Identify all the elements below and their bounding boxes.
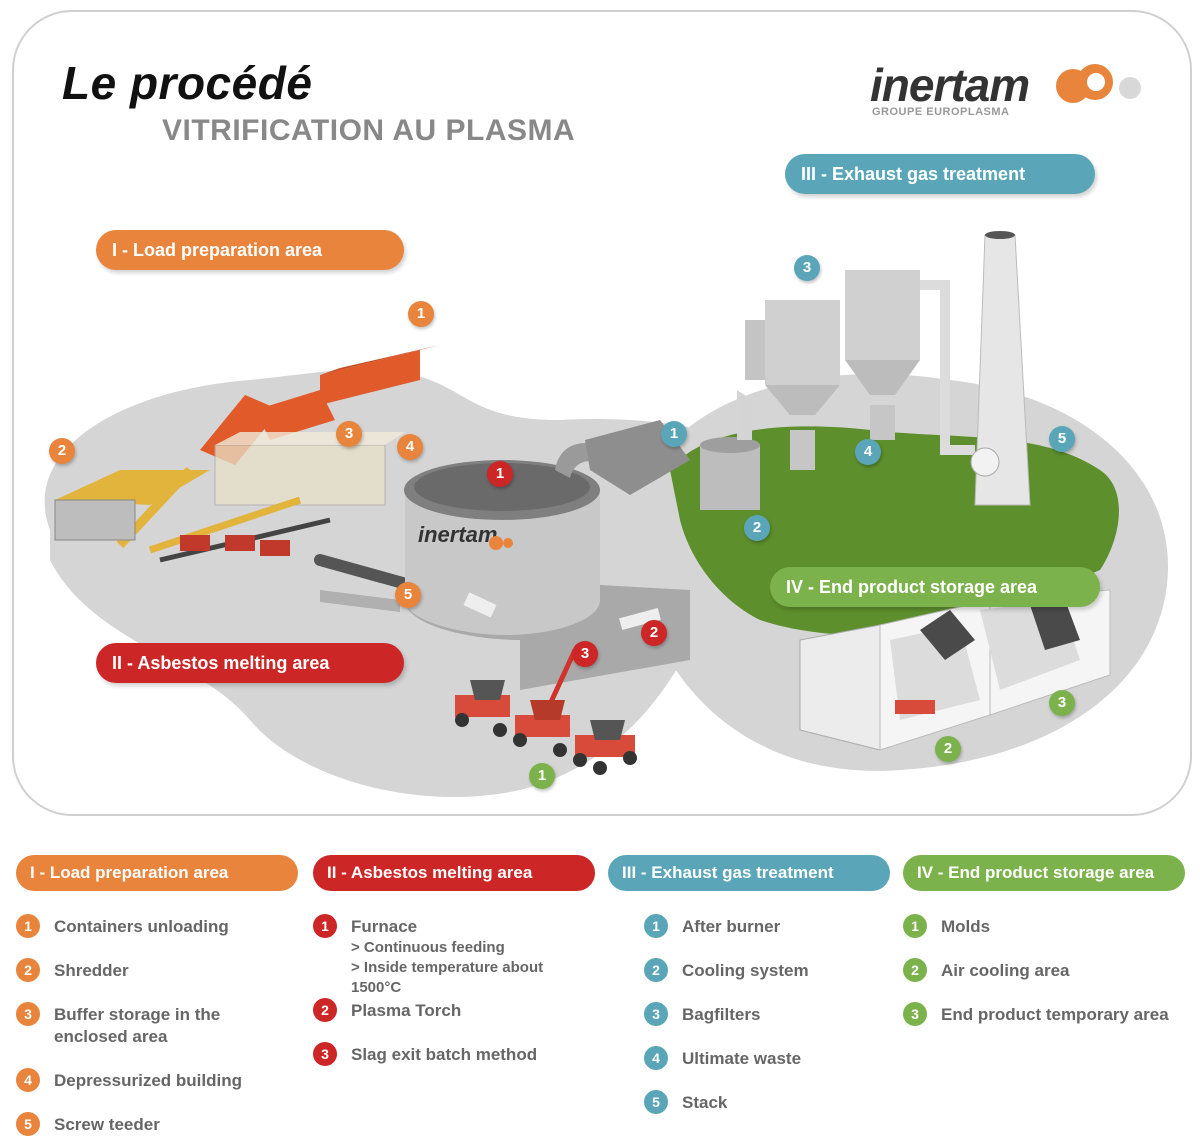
legend-label-line2: enclosed area xyxy=(54,1027,168,1046)
inertam-logo: inertam GROUPE EUROPLASMA xyxy=(870,58,1160,128)
conveyor-lines xyxy=(54,466,331,563)
legend-item: 3 Buffer storage in the enclosed area xyxy=(16,1002,298,1068)
legend-end-product-storage: IV - End product storage area 1 Molds 2 … xyxy=(903,855,1185,1032)
page-subtitle: VITRIFICATION AU PLASMA xyxy=(162,114,576,147)
marker-melting-3: 3 xyxy=(572,641,598,667)
legend-exhaust-gas: III - Exhaust gas treatment 1 After burn… xyxy=(608,855,890,1120)
legend-title-exhaust: III - Exhaust gas treatment xyxy=(608,855,890,891)
legend-label: After burner xyxy=(682,917,781,936)
legend-number: 4 xyxy=(644,1046,668,1070)
marker-load-3: 3 xyxy=(336,421,362,447)
legend-label-line1: Buffer storage in the xyxy=(54,1005,221,1024)
legend-number: 1 xyxy=(313,914,337,938)
legend-item: 1 After burner xyxy=(644,914,890,958)
area-label-exhaust-gas: III - Exhaust gas treatment xyxy=(785,154,1095,194)
legend-load-preparation: I - Load preparation area 1 Containers u… xyxy=(16,855,298,1142)
marker-load-5: 5 xyxy=(395,582,421,608)
marker-exhaust-3: 3 xyxy=(794,255,820,281)
legend-number: 3 xyxy=(644,1002,668,1026)
legend-number: 1 xyxy=(16,914,40,938)
legend-label: Plasma Torch xyxy=(351,1001,462,1020)
legend-label-line1: Furnace xyxy=(351,917,418,936)
legend-item: 3 Slag exit batch method xyxy=(313,1042,595,1072)
marker-melting-1: 1 xyxy=(487,461,513,487)
legend-number: 5 xyxy=(16,1112,40,1136)
legend-item: 1 Containers unloading xyxy=(16,914,298,958)
legend-title-load: I - Load preparation area xyxy=(16,855,298,891)
legend-number: 2 xyxy=(313,998,337,1022)
logo-wordmark: inertam xyxy=(870,59,1030,111)
plant-illustration: inertam xyxy=(44,231,1169,797)
legend-number: 3 xyxy=(313,1042,337,1066)
legend-label: Slag exit batch method xyxy=(351,1045,538,1064)
legend-label: Bagfilters xyxy=(682,1005,761,1024)
legend-label: Buffer storage in the enclosed area xyxy=(54,1004,220,1048)
page-title: Le procédé xyxy=(62,57,313,109)
logo-tagline: GROUPE EUROPLASMA xyxy=(872,106,1010,118)
marker-storage-1: 1 xyxy=(529,763,555,789)
legend-number: 1 xyxy=(903,914,927,938)
legend-item: 3 End product temporary area xyxy=(903,1002,1185,1032)
legend-asbestos-melting: II - Asbestos melting area 1 Furnace > C… xyxy=(313,855,595,1072)
legend-label: End product temporary area xyxy=(941,1005,1169,1024)
legend-title-storage: IV - End product storage area xyxy=(903,855,1185,891)
legend-number: 1 xyxy=(644,914,668,938)
marker-storage-3: 3 xyxy=(1049,690,1075,716)
legend-item: 1 Furnace > Continuous feeding > Inside … xyxy=(313,914,595,998)
legend-title-melting: II - Asbestos melting area xyxy=(313,855,595,891)
marker-load-1: 1 xyxy=(408,301,434,327)
legend-label: Depressurized building xyxy=(54,1071,242,1090)
legend-item: 2 Cooling system xyxy=(644,958,890,1002)
logo-circles-icon xyxy=(1056,64,1141,103)
legend-number: 4 xyxy=(16,1068,40,1092)
legend-item: 4 Ultimate waste xyxy=(644,1046,890,1090)
legend-item: 1 Molds xyxy=(903,914,1185,958)
legend-label: Screw teeder xyxy=(54,1115,160,1134)
legend-item: 2 Air cooling area xyxy=(903,958,1185,1002)
marker-load-4: 4 xyxy=(397,434,423,460)
slag-molds-carts xyxy=(455,680,637,775)
exhaust-equipment xyxy=(700,231,1031,510)
legend-label: Ultimate waste xyxy=(682,1049,802,1068)
marker-load-2: 2 xyxy=(49,438,75,464)
legend-label-line2: > Continuous feeding xyxy=(351,939,505,956)
legend-label: Furnace > Continuous feeding > Inside te… xyxy=(351,916,595,998)
marker-exhaust-4: 4 xyxy=(855,439,881,465)
legend-number: 3 xyxy=(16,1002,40,1026)
storage-bays xyxy=(799,589,1111,751)
marker-storage-2: 2 xyxy=(935,736,961,762)
legend-number: 3 xyxy=(903,1002,927,1026)
legend-item: 2 Shredder xyxy=(16,958,298,1002)
area-label-load-preparation: I - Load preparation area xyxy=(96,230,404,270)
legend-number: 2 xyxy=(903,958,927,982)
marker-exhaust-1: 1 xyxy=(661,421,687,447)
legend-label: Air cooling area xyxy=(941,961,1070,980)
legend-item: 3 Bagfilters xyxy=(644,1002,890,1046)
screw-feeder xyxy=(314,554,416,612)
area-label-asbestos-melting: II - Asbestos melting area xyxy=(96,643,404,683)
legend-label: Stack xyxy=(682,1093,728,1112)
legend-label: Molds xyxy=(941,917,991,936)
furnace xyxy=(404,420,690,717)
legend-label: Cooling system xyxy=(682,961,809,980)
legend-label-line3: > Inside temperature about 1500°C xyxy=(351,959,544,996)
area-label-end-product-storage: IV - End product storage area xyxy=(770,567,1100,607)
legend-item: 5 Screw teeder xyxy=(16,1112,298,1142)
marker-exhaust-2: 2 xyxy=(744,515,770,541)
marker-exhaust-5: 5 xyxy=(1049,426,1075,452)
legend-label: Shredder xyxy=(54,961,129,980)
legend-number: 5 xyxy=(644,1090,668,1114)
legend-label: Containers unloading xyxy=(54,917,229,936)
container-buildings xyxy=(200,345,440,506)
legend-item: 4 Depressurized building xyxy=(16,1068,298,1112)
marker-melting-2: 2 xyxy=(641,620,667,646)
furnace-logo-text: inertam xyxy=(418,522,497,547)
legend-item: 5 Stack xyxy=(644,1090,890,1120)
legend-number: 2 xyxy=(16,958,40,982)
legend-item: 2 Plasma Torch xyxy=(313,998,595,1042)
legend-number: 2 xyxy=(644,958,668,982)
